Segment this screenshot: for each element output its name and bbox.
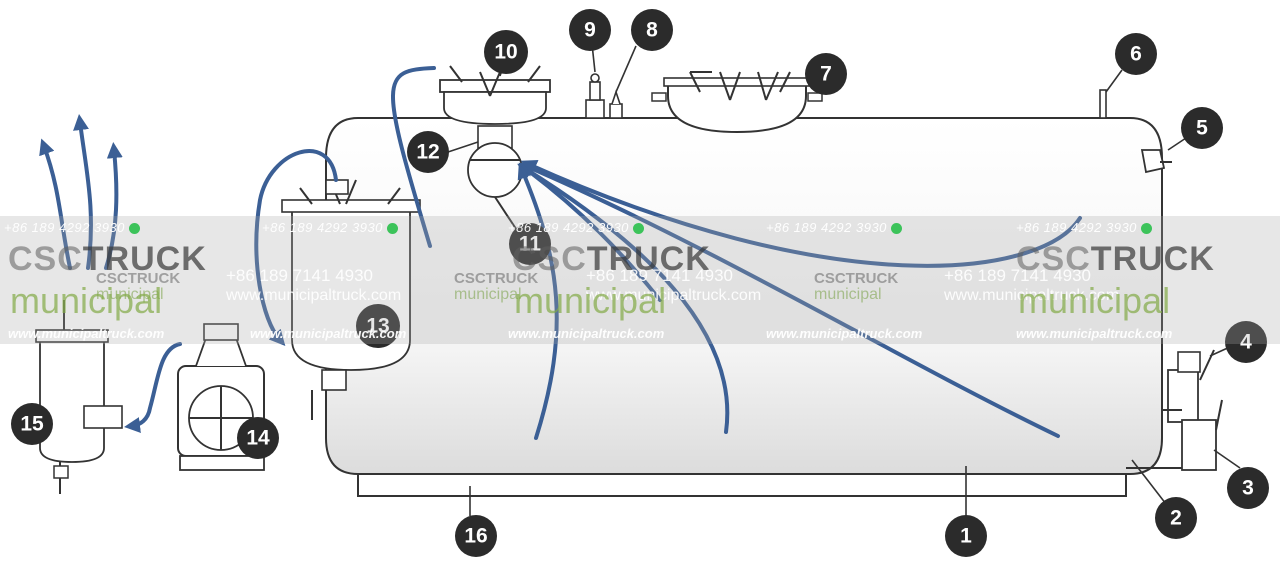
callout-6: 6 — [1115, 33, 1157, 75]
callout-label-15: 15 — [20, 413, 44, 436]
watermark-url-mid-2: www.municipaltruck.com — [586, 287, 762, 304]
callout-label-11: 11 — [519, 233, 542, 256]
watermark-phone-5: +86 189 4292 3930 — [1016, 220, 1152, 235]
watermark-url-4: www.municipaltruck.com — [766, 326, 923, 341]
watermark-brand-small-3: CSCTRUCK — [814, 270, 899, 287]
watermark-sub-small-1: municipal — [96, 286, 164, 303]
overflow-valve-10 — [439, 65, 551, 125]
callout-9: 9 — [569, 9, 611, 51]
whatsapp-icon — [632, 223, 644, 235]
callout-label-6: 6 — [1130, 43, 1142, 66]
callout-label-2: 2 — [1170, 507, 1182, 530]
watermark-url-mid-1: www.municipaltruck.com — [226, 287, 402, 304]
whatsapp-icon — [386, 223, 398, 235]
air-flow-lines — [39, 66, 1082, 440]
manhole-cover — [651, 71, 823, 134]
watermark-phone-4: +86 189 4292 3930 — [766, 220, 902, 235]
callout-14: 14 — [237, 417, 279, 459]
callout-8: 8 — [631, 9, 673, 51]
watermark-phone-mid-3: +86 189 7141 4930 — [944, 266, 1092, 285]
watermark-sub-small-2: municipal — [454, 286, 522, 303]
watermark-phone-1: +86 189 4292 3930 — [4, 220, 140, 235]
callout-label-7: 7 — [820, 63, 832, 86]
watermark-brand-small-1: CSCTRUCK — [96, 270, 181, 287]
callout-label-12: 12 — [416, 141, 439, 164]
callout-3: 3 — [1227, 467, 1269, 509]
watermark-sub-2: municipal — [514, 280, 667, 321]
leader-lines — [447, 43, 1241, 516]
callout-7: 7 — [805, 53, 847, 95]
watermark-band — [0, 216, 1280, 344]
watermark-url-1: www.municipaltruck.com — [8, 326, 165, 341]
watermark-url-2: www.municipaltruck.com — [250, 326, 407, 341]
valve-8 — [609, 89, 623, 119]
valve-5 — [1140, 149, 1172, 174]
watermark-url-5: www.municipaltruck.com — [1016, 326, 1173, 341]
callout-12: 12 — [407, 131, 449, 173]
valve-9 — [585, 73, 605, 119]
separator-15 — [35, 300, 123, 494]
callout-label-13: 13 — [366, 315, 389, 338]
whatsapp-icon — [1140, 223, 1152, 235]
watermark-url-mid-3: www.municipaltruck.com — [944, 287, 1120, 304]
callout-label-1: 1 — [960, 525, 972, 548]
callout-label-4: 4 — [1240, 331, 1252, 354]
callout-label-5: 5 — [1196, 117, 1208, 140]
callout-4: 4 — [1225, 321, 1267, 363]
callout-2: 2 — [1155, 497, 1197, 539]
rear-valves — [1162, 349, 1223, 471]
callout-15: 15 — [11, 403, 53, 445]
callout-label-16: 16 — [464, 525, 487, 548]
callout-label-3: 3 — [1242, 477, 1254, 500]
watermark-brand-small-2: CSCTRUCK — [454, 270, 539, 287]
watermark-brand-3: CSCTRUCK — [1016, 240, 1215, 278]
whatsapp-icon — [890, 223, 902, 235]
callout-1: 1 — [945, 515, 987, 557]
watermark-sub-1: municipal — [10, 280, 163, 321]
watermark-phone-mid-2: +86 189 7141 4930 — [586, 266, 734, 285]
callout-13: 13 — [356, 304, 400, 348]
watermark-url-3: www.municipaltruck.com — [508, 326, 665, 341]
callout-10: 10 — [484, 30, 528, 74]
callout-16: 16 — [455, 515, 497, 557]
watermark-phone-3: +86 189 4292 3930 — [508, 220, 644, 235]
indicator-6 — [1099, 89, 1107, 119]
watermark-phone-2: +86 189 4292 3930 — [262, 220, 398, 235]
watermark-brand-1: CSCTRUCK — [8, 240, 207, 278]
watermark-phone-mid-1: +86 189 7141 4930 — [226, 266, 374, 285]
callout-label-14: 14 — [246, 427, 270, 450]
callout-label-8: 8 — [646, 19, 658, 42]
watermark-brand-2: CSCTRUCK — [512, 240, 711, 278]
callout-11: 11 — [509, 223, 551, 265]
callout-5: 5 — [1181, 107, 1223, 149]
callout-label-9: 9 — [584, 19, 596, 42]
callout-label-10: 10 — [494, 41, 517, 64]
whatsapp-icon — [128, 223, 140, 235]
watermark-sub-small-3: municipal — [814, 286, 882, 303]
watermark-sub-3: municipal — [1018, 280, 1171, 321]
